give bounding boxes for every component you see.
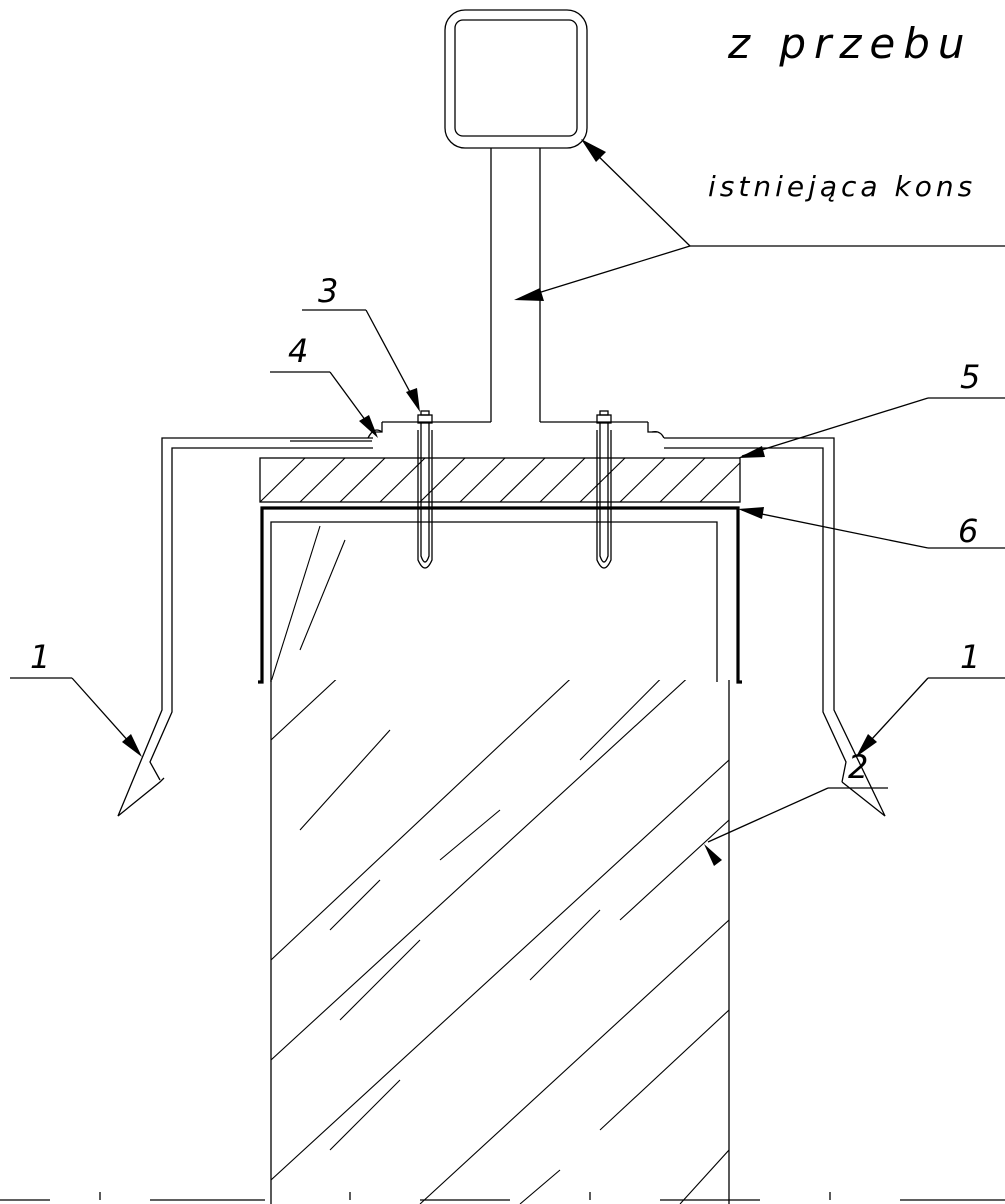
label-2: 2 bbox=[848, 748, 868, 786]
label-6: 6 bbox=[958, 512, 978, 550]
leader-2: 2 bbox=[704, 748, 888, 866]
channel-profile bbox=[258, 506, 742, 684]
anchor-bolts bbox=[417, 410, 612, 569]
callout-existing-text: istniejąca kons bbox=[708, 170, 976, 203]
column bbox=[270, 680, 730, 1204]
leader-4: 4 bbox=[270, 332, 378, 438]
ground-line bbox=[0, 1192, 1005, 1201]
label-4: 4 bbox=[288, 332, 308, 370]
label-5: 5 bbox=[960, 358, 980, 396]
title-text: z przebu bbox=[727, 19, 973, 68]
existing-post bbox=[367, 9, 665, 439]
label-1-right: 1 bbox=[960, 638, 980, 676]
leader-5: 5 bbox=[738, 358, 1005, 458]
leader-1-left: 1 bbox=[10, 638, 142, 757]
leader-3: 3 bbox=[302, 272, 420, 412]
flashing bbox=[117, 437, 886, 817]
callout-existing-structure: istniejąca kons bbox=[514, 139, 1005, 301]
label-3: 3 bbox=[318, 272, 338, 310]
pad-board bbox=[259, 457, 741, 503]
label-1-left: 1 bbox=[30, 638, 50, 676]
leader-1-right: 1 bbox=[856, 638, 1005, 757]
leader-6: 6 bbox=[738, 507, 1005, 550]
